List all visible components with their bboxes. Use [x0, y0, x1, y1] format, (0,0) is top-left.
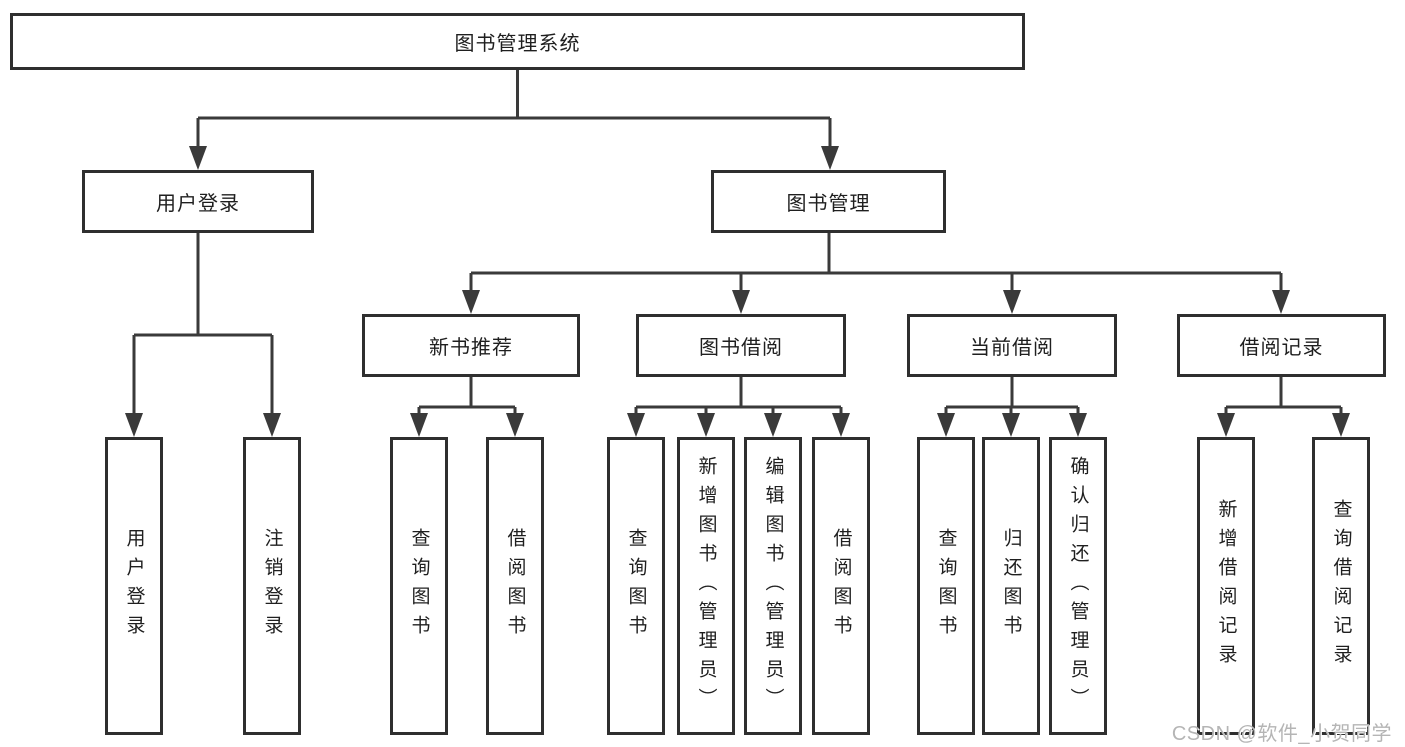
node-book-borrowing: 图书借阅 — [636, 314, 846, 377]
node-label: 用户登录 — [156, 193, 240, 215]
node-borrowing-records: 借阅记录 — [1177, 314, 1386, 377]
node-book-management: 图书管理 — [711, 170, 946, 233]
leaf-borrow-books-recommend: 借阅图书 — [486, 437, 544, 735]
leaf-user-login: 用户登录 — [105, 437, 163, 735]
leaf-add-borrow-record: 新增借阅记录 — [1197, 437, 1255, 735]
leaf-label: 新增图书（管理员） — [695, 455, 717, 717]
leaf-label: 查询图书 — [625, 528, 647, 644]
arrowhead — [410, 413, 428, 437]
leaf-query-books-borrowing: 查询图书 — [607, 437, 665, 735]
leaf-label: 注销登录 — [261, 528, 283, 644]
node-new-book-recommend: 新书推荐 — [362, 314, 580, 377]
arrowhead — [125, 413, 143, 437]
node-user-login: 用户登录 — [82, 170, 314, 233]
leaf-label: 新增借阅记录 — [1215, 499, 1237, 673]
leaf-query-books-recommend: 查询图书 — [390, 437, 448, 735]
leaf-query-borrow-record: 查询借阅记录 — [1312, 437, 1370, 735]
leaf-label: 借阅图书 — [830, 528, 852, 644]
arrowhead — [821, 146, 839, 170]
leaf-edit-book-admin: 编辑图书（管理员） — [744, 437, 802, 735]
arrowhead — [732, 290, 750, 314]
arrowhead — [1069, 413, 1087, 437]
arrowhead — [697, 413, 715, 437]
node-current-borrowing: 当前借阅 — [907, 314, 1117, 377]
node-label: 当前借阅 — [970, 337, 1054, 359]
arrowhead — [506, 413, 524, 437]
node-label: 图书管理 — [786, 193, 871, 215]
leaf-confirm-return-admin: 确认归还（管理员） — [1049, 437, 1107, 735]
arrowhead — [189, 146, 207, 170]
arrowhead — [764, 413, 782, 437]
leaf-return-books: 归还图书 — [982, 437, 1040, 735]
csdn-watermark: CSDN @软件_小贺同学 — [1171, 723, 1392, 745]
leaf-label: 归还图书 — [1000, 528, 1022, 644]
leaf-label: 查询图书 — [935, 528, 957, 644]
leaf-add-book-admin: 新增图书（管理员） — [677, 437, 735, 735]
leaf-label: 借阅图书 — [504, 528, 526, 644]
arrowhead — [1272, 290, 1290, 314]
arrowhead — [832, 413, 850, 437]
arrowhead — [627, 413, 645, 437]
arrowhead — [263, 413, 281, 437]
leaf-borrow-books-borrowing: 借阅图书 — [812, 437, 870, 735]
arrowhead — [937, 413, 955, 437]
leaf-label: 确认归还（管理员） — [1067, 455, 1089, 717]
leaf-label: 查询借阅记录 — [1330, 499, 1352, 673]
node-label: 图书借阅 — [699, 337, 783, 359]
node-root-system: 图书管理系统 — [10, 13, 1025, 70]
leaf-logout: 注销登录 — [243, 437, 301, 735]
leaf-label: 查询图书 — [408, 528, 430, 644]
arrowhead — [1332, 413, 1350, 437]
arrowhead — [1217, 413, 1235, 437]
node-label: 新书推荐 — [429, 337, 513, 359]
leaf-label: 编辑图书（管理员） — [762, 455, 784, 717]
node-label: 借阅记录 — [1239, 337, 1324, 359]
arrowhead — [1002, 413, 1020, 437]
arrowhead — [1003, 290, 1021, 314]
leaf-label: 用户登录 — [123, 528, 145, 644]
leaf-query-books-current: 查询图书 — [917, 437, 975, 735]
node-label: 图书管理系统 — [454, 33, 581, 55]
arrowhead — [462, 290, 480, 314]
